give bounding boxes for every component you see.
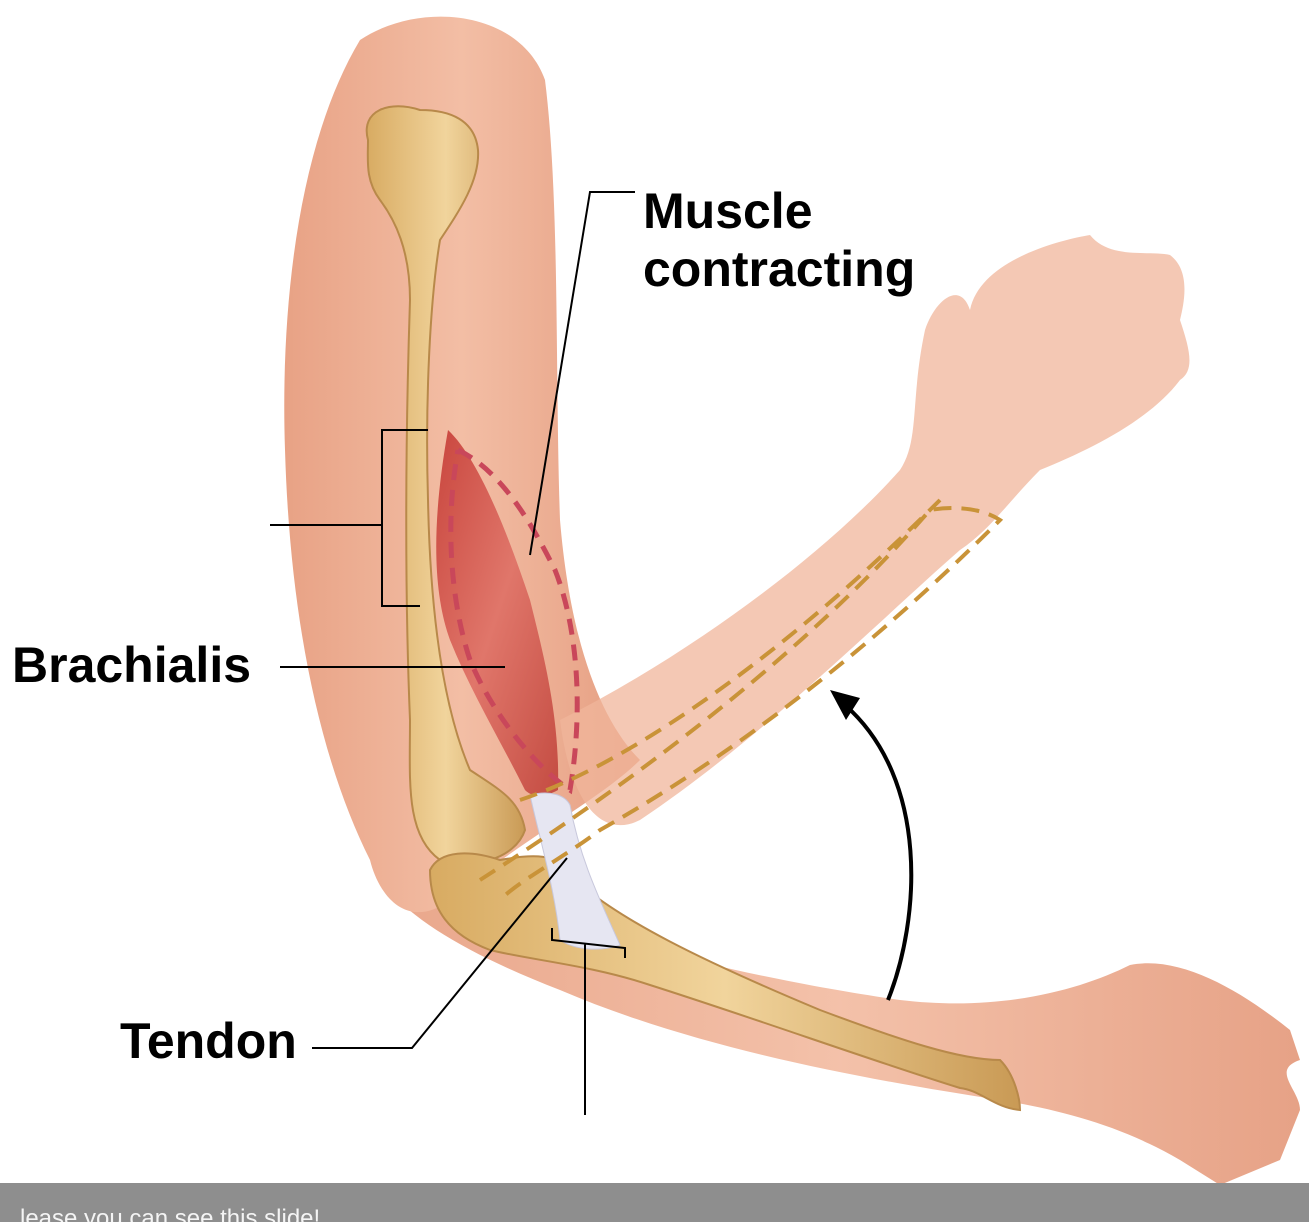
ulna-bone (430, 853, 1020, 1110)
caption-text: ...lease you can see this slide! (0, 1205, 320, 1222)
muscle-label-line2: contracting (643, 240, 915, 298)
muscle-label-line1: Muscle (643, 182, 915, 240)
brachialis-label: Brachialis (12, 636, 251, 694)
flexion-arrow (830, 690, 911, 1000)
muscle-contracting-label: Muscle contracting (643, 182, 915, 298)
caption-bar: ...lease you can see this slide! (0, 1183, 1309, 1222)
tendon-label: Tendon (120, 1012, 297, 1070)
